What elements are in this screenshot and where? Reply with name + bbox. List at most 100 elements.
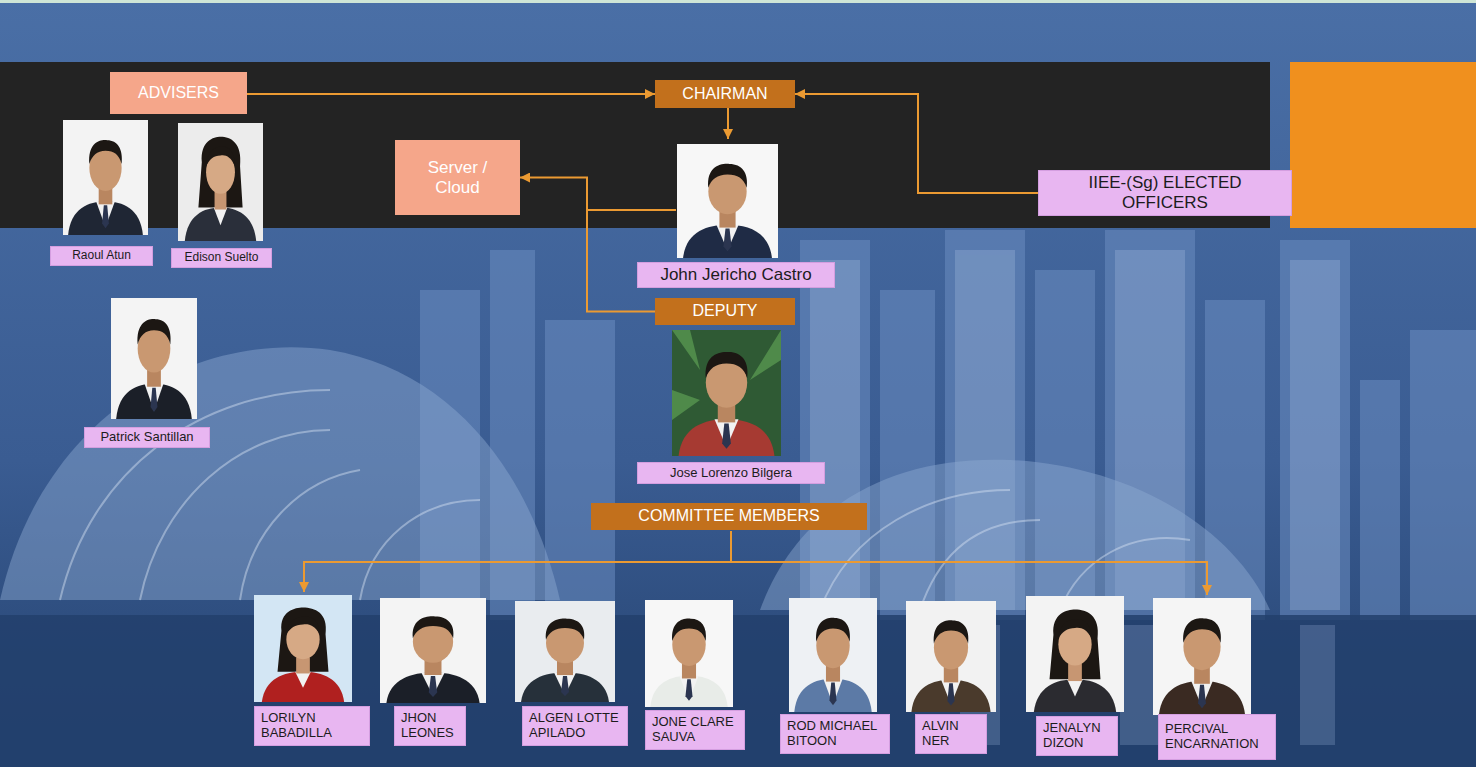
photo-ground xyxy=(178,123,263,241)
top-edge xyxy=(0,0,1476,3)
node-text: COMMITTEE MEMBERS xyxy=(638,507,819,525)
role-box: COMMITTEE MEMBERS xyxy=(591,503,867,530)
portrait-photo xyxy=(1153,598,1251,715)
rib xyxy=(360,500,480,600)
flow-arrow xyxy=(520,178,655,312)
node-text: Jose Lorenzo Bilgera xyxy=(670,466,792,481)
flow-arrow xyxy=(795,94,1038,193)
name-label: LORILYN BABADILLA xyxy=(254,706,370,746)
conservatory-dome xyxy=(760,460,1270,610)
name-label: ALGEN LOTTE APILADO xyxy=(522,706,628,746)
portrait-photo xyxy=(178,123,263,241)
role-box: CHAIRMAN xyxy=(655,80,795,108)
reflection xyxy=(1300,625,1335,745)
name-label: JHON LEONES xyxy=(394,706,466,746)
node-text: CHAIRMAN xyxy=(682,85,767,103)
drop-line xyxy=(730,531,732,562)
person-figure xyxy=(521,619,609,702)
tower xyxy=(1410,330,1476,620)
portrait-photo xyxy=(672,330,781,456)
person-figure xyxy=(650,619,727,707)
node-text: Server / Cloud xyxy=(409,158,506,197)
portrait-photo xyxy=(1026,596,1124,712)
name-label: ALVIN NER xyxy=(915,714,987,754)
node-text: LORILYN BABADILLA xyxy=(261,711,363,741)
node-text: JHON LEONES xyxy=(401,711,459,741)
photo-ground xyxy=(677,144,778,258)
portrait-photo xyxy=(645,600,733,707)
person-figure xyxy=(68,140,143,235)
node-text: PERCIVAL ENCARNATION xyxy=(1165,722,1269,752)
person-figure xyxy=(386,616,479,703)
name-label: John Jericho Castro xyxy=(637,262,835,288)
name-label: Raoul Atun xyxy=(50,246,153,266)
dome-ribs xyxy=(60,390,480,600)
name-label: ROD MICHAEL BITOON xyxy=(780,714,890,754)
name-label: Patrick Santillan xyxy=(84,427,210,448)
pointer-arrow xyxy=(1206,562,1208,595)
photo-ground xyxy=(63,120,148,235)
name-label: Edison Suelto xyxy=(171,248,272,268)
person-figure xyxy=(262,607,344,702)
node-text: Edison Suelto xyxy=(184,251,258,265)
portrait-photo xyxy=(254,595,352,702)
name-label: PERCIVAL ENCARNATION xyxy=(1158,714,1276,760)
flow-arrow xyxy=(247,93,655,95)
portrait-photo xyxy=(789,598,877,712)
portrait-photo xyxy=(677,144,778,258)
photo-ground xyxy=(380,598,486,703)
node-text: IIEE-(Sg) ELECTED OFFICERS xyxy=(1047,173,1283,212)
photo-ground xyxy=(254,595,352,702)
photo-ground xyxy=(515,601,615,702)
person-figure xyxy=(1034,610,1116,712)
group-box: Server / Cloud xyxy=(395,140,520,215)
accent-block xyxy=(1290,62,1476,228)
node-text: ALGEN LOTTE APILADO xyxy=(529,711,621,741)
tower xyxy=(1280,240,1350,620)
branch-line xyxy=(587,209,676,211)
pointer-arrow xyxy=(303,562,305,592)
photo-ground xyxy=(111,298,197,419)
person-figure xyxy=(683,164,772,258)
portrait-photo xyxy=(111,298,197,419)
name-label: Jose Lorenzo Bilgera xyxy=(637,462,825,484)
photo-ground xyxy=(789,598,877,712)
portrait-photo xyxy=(515,601,615,702)
node-text: Raoul Atun xyxy=(72,249,131,263)
pointer-arrow xyxy=(727,108,729,139)
node-text: Patrick Santillan xyxy=(100,430,193,445)
tower xyxy=(545,320,615,620)
role-box: DEPUTY xyxy=(655,298,795,325)
group-box: ADVISERS xyxy=(110,72,247,114)
person-figure xyxy=(794,618,871,712)
portrait-photo xyxy=(63,120,148,235)
name-label: JENALYN DIZON xyxy=(1036,716,1118,756)
name-label: IIEE-(Sg) ELECTED OFFICERS xyxy=(1038,170,1292,216)
portrait-photo xyxy=(380,598,486,703)
water xyxy=(0,615,1476,767)
photo-ground xyxy=(906,601,996,712)
distribution-line xyxy=(303,561,1208,563)
photo-ground xyxy=(645,600,733,707)
rib xyxy=(920,520,1040,610)
tower xyxy=(1360,380,1400,620)
rib xyxy=(140,430,330,600)
person-figure xyxy=(679,352,775,456)
photo-ground xyxy=(1153,598,1251,715)
person-figure xyxy=(185,137,256,241)
photo-ground xyxy=(1026,596,1124,712)
person-figure xyxy=(116,319,192,419)
person-figure xyxy=(911,620,990,712)
rib xyxy=(60,390,330,600)
portrait-photo xyxy=(906,601,996,712)
name-label: JONE CLARE SAUVA xyxy=(645,710,745,750)
node-text: John Jericho Castro xyxy=(660,265,811,285)
node-text: JONE CLARE SAUVA xyxy=(652,715,738,745)
lit-facade xyxy=(1290,260,1340,610)
node-text: JENALYN DIZON xyxy=(1043,721,1111,751)
node-text: ALVIN NER xyxy=(922,719,980,749)
